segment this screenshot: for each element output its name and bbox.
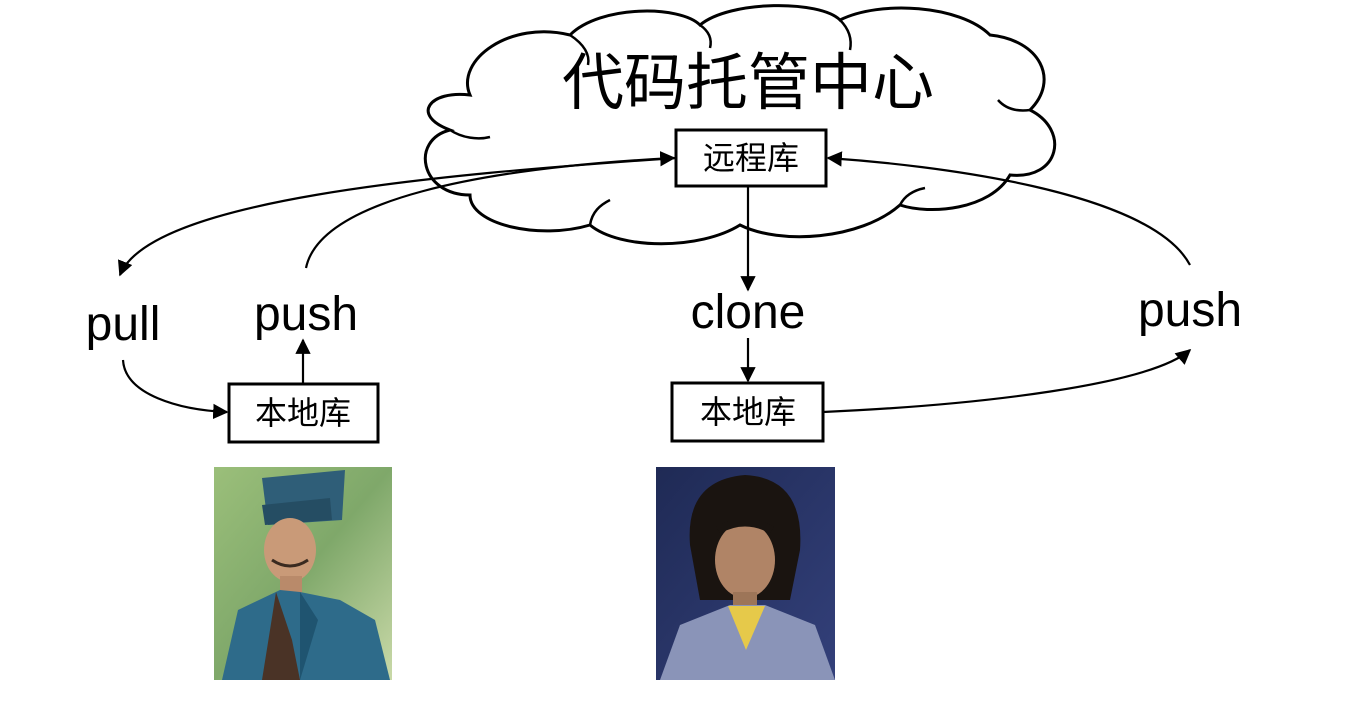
portrait-photo-right xyxy=(656,467,835,680)
local-to-push-arrow-right xyxy=(822,348,1192,414)
cloud-title: 代码托管中心 xyxy=(562,46,934,119)
local-repo-box-left[interactable]: 本地库 xyxy=(227,382,380,444)
pull-arrow-to-local-left xyxy=(121,359,229,420)
remote-repo-label: 远程库 xyxy=(703,139,799,177)
clone-label: clone xyxy=(691,286,806,339)
push-label-left: push xyxy=(254,288,358,341)
code-hosting-cloud xyxy=(423,4,1057,246)
pull-label: pull xyxy=(86,298,161,351)
portrait-photo-left xyxy=(214,467,392,680)
local-repo-box-right[interactable]: 本地库 xyxy=(670,381,825,443)
local-repo-label-right: 本地库 xyxy=(700,393,796,431)
push-arrow-to-remote-right xyxy=(826,151,1191,266)
remote-repo-box[interactable]: 远程库 xyxy=(674,128,828,188)
local-repo-label-left: 本地库 xyxy=(255,394,351,432)
push-label-right: push xyxy=(1138,284,1242,337)
push-arrow-to-remote-left xyxy=(304,151,676,269)
